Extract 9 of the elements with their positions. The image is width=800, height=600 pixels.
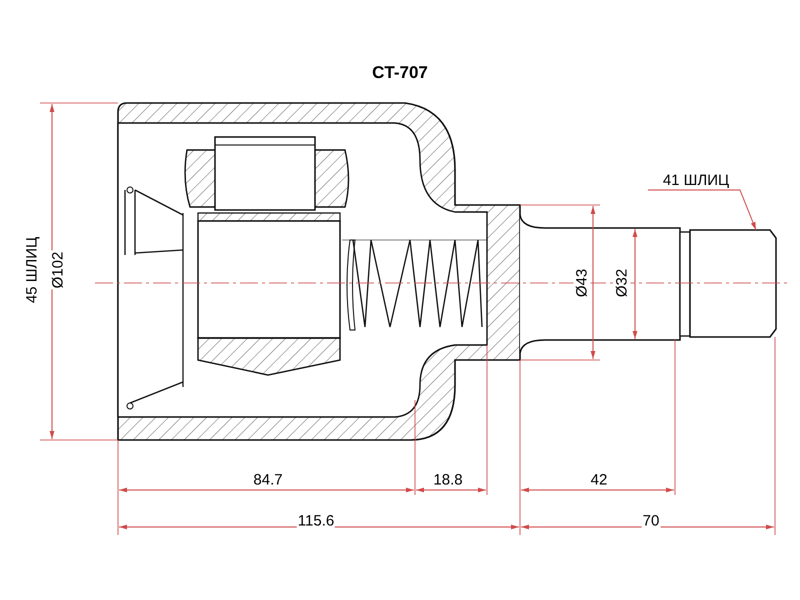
leader-line [648,190,756,230]
dimension-label: 45 ШЛИЦ [24,236,40,304]
dimension-label: 115.6 [296,512,336,530]
dimension-label: Ø43 [574,268,590,298]
spline-section [689,229,777,338]
callout-label: 41 ШЛИЦ [648,171,744,190]
dimension-label: Ø32 [614,268,630,298]
dimension-label: 70 [642,512,660,530]
part-number-title: CT-707 [371,64,429,81]
